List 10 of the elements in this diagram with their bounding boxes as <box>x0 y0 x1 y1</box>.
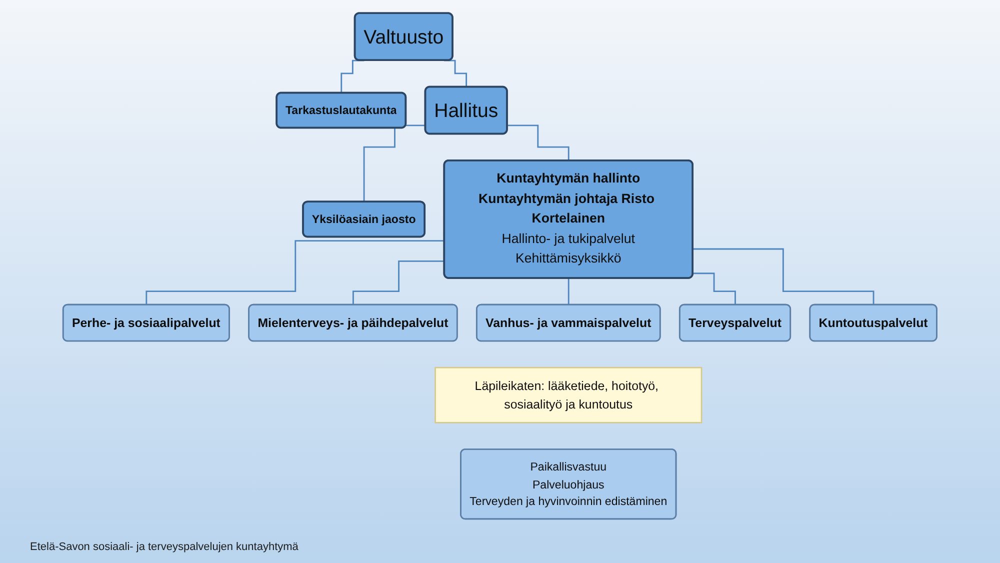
connector <box>693 248 875 306</box>
connector <box>363 124 426 203</box>
connector <box>568 278 570 306</box>
connector <box>508 124 570 162</box>
connector <box>693 272 736 306</box>
connector <box>444 60 468 88</box>
connector <box>352 260 445 306</box>
caption: Etelä-Savon sosiaali- ja terveyspalvelujen kuntayhtymä <box>30 541 298 553</box>
connector <box>146 240 445 306</box>
node-box: Läpileikaten: lääketiede, hoitotyö, sosiaalityö ja kuntoutus <box>434 366 702 424</box>
